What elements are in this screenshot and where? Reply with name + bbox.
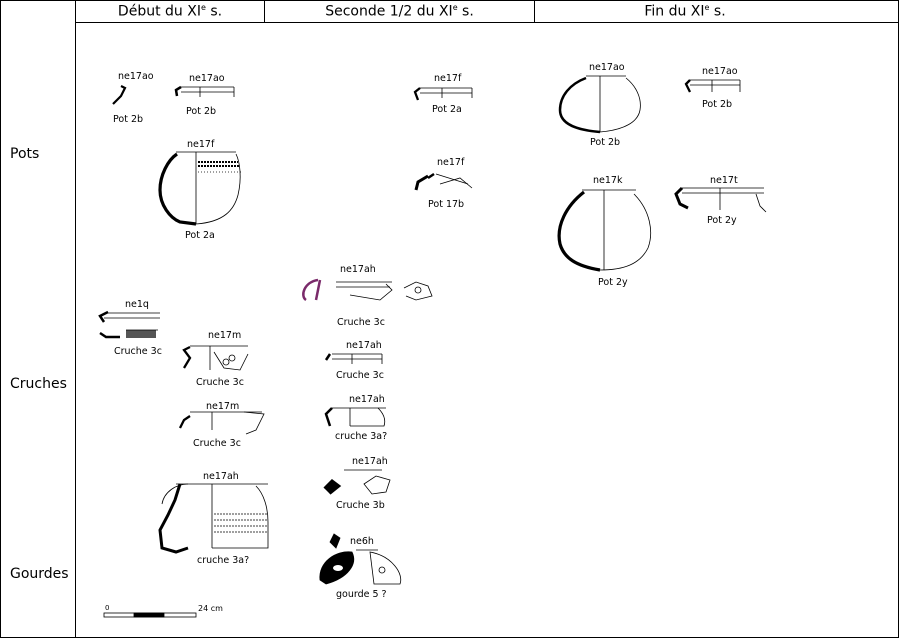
item-code: ne17ah bbox=[349, 394, 385, 405]
item-code: ne17f bbox=[437, 157, 465, 168]
item-name: gourde 5 ? bbox=[336, 589, 387, 600]
item-code: ne17m bbox=[206, 401, 240, 412]
item-code: ne17ao bbox=[589, 62, 625, 73]
item-code: ne17k bbox=[593, 175, 623, 186]
item-code: ne17f bbox=[187, 139, 215, 150]
scale-bar bbox=[103, 612, 197, 618]
item-code: ne6h bbox=[350, 536, 374, 547]
item-name: Pot 2y bbox=[707, 215, 737, 226]
item-name: Pot 2b bbox=[702, 99, 733, 110]
item-name: Cruche 3c bbox=[337, 317, 385, 328]
jug-profile-drawing bbox=[324, 353, 383, 364]
item-code: ne17ao bbox=[702, 66, 738, 77]
jug-profile-drawing bbox=[302, 278, 433, 302]
item-name: Cruche 3c bbox=[196, 377, 244, 388]
item-code: ne1q bbox=[125, 299, 149, 310]
item-name: cruche 3a? bbox=[197, 555, 250, 566]
pot-profile-drawing bbox=[413, 87, 473, 101]
scale-start-label: 0 bbox=[105, 604, 110, 612]
item-code: ne17m bbox=[208, 330, 242, 341]
header-bottom-line bbox=[75, 22, 899, 23]
row-label-cruches: Cruches bbox=[10, 376, 67, 392]
item-name: Cruche 3c bbox=[114, 346, 162, 357]
jug-profile-drawing bbox=[158, 483, 269, 554]
item-code: ne17f bbox=[434, 73, 462, 84]
item-name: Pot 2b bbox=[186, 106, 217, 117]
row-label-pots: Pots bbox=[10, 146, 40, 162]
jug-profile-drawing bbox=[98, 310, 160, 339]
jug-profile-drawing bbox=[182, 345, 249, 371]
item-code: ne17ah bbox=[340, 264, 376, 275]
item-name: Cruche 3b bbox=[336, 500, 385, 511]
item-code: ne17ah bbox=[203, 471, 239, 482]
pot-profile-drawing bbox=[674, 186, 767, 213]
header-divider-mid bbox=[264, 0, 265, 22]
item-code: ne17t bbox=[710, 175, 738, 186]
item-name: Pot 2a bbox=[185, 230, 215, 241]
item-name: Cruche 3c bbox=[336, 370, 384, 381]
pot-profile-drawing bbox=[158, 151, 241, 226]
item-name: Pot 17b bbox=[428, 199, 465, 210]
item-name: Cruche 3c bbox=[193, 438, 241, 449]
pot-profile-drawing bbox=[414, 172, 473, 191]
jug-profile-drawing bbox=[323, 469, 391, 495]
jug-profile-drawing bbox=[324, 407, 386, 427]
item-name: Pot 2b bbox=[590, 137, 621, 148]
scale-end-label: 24 cm bbox=[198, 604, 223, 613]
item-code: ne17ah bbox=[352, 456, 388, 467]
item-code: ne17ao bbox=[118, 71, 154, 82]
column-header-second-half: Seconde 1/2 du XIe s. bbox=[325, 3, 474, 20]
jug-profile-drawing bbox=[178, 411, 265, 435]
header-divider-left bbox=[75, 0, 76, 638]
column-header-late: Fin du XIe s. bbox=[644, 3, 726, 20]
item-name: Pot 2y bbox=[598, 277, 628, 288]
row-label-gourdes: Gourdes bbox=[10, 566, 69, 582]
flask-profile-drawing bbox=[319, 533, 402, 585]
pot-profile-drawing bbox=[557, 189, 651, 272]
pot-profile-drawing bbox=[558, 75, 641, 134]
pot-profile-drawing bbox=[684, 79, 741, 93]
item-name: cruche 3a? bbox=[335, 431, 388, 442]
item-name: Pot 2b bbox=[113, 114, 144, 125]
item-name: Pot 2a bbox=[432, 104, 462, 115]
column-header-early: Début du XIe s. bbox=[117, 3, 223, 20]
item-code: ne17ao bbox=[189, 73, 225, 84]
pot-profile-drawing bbox=[112, 85, 127, 105]
item-code: ne17ah bbox=[346, 340, 382, 351]
header-divider-right bbox=[534, 0, 535, 22]
pot-profile-drawing bbox=[174, 85, 235, 97]
